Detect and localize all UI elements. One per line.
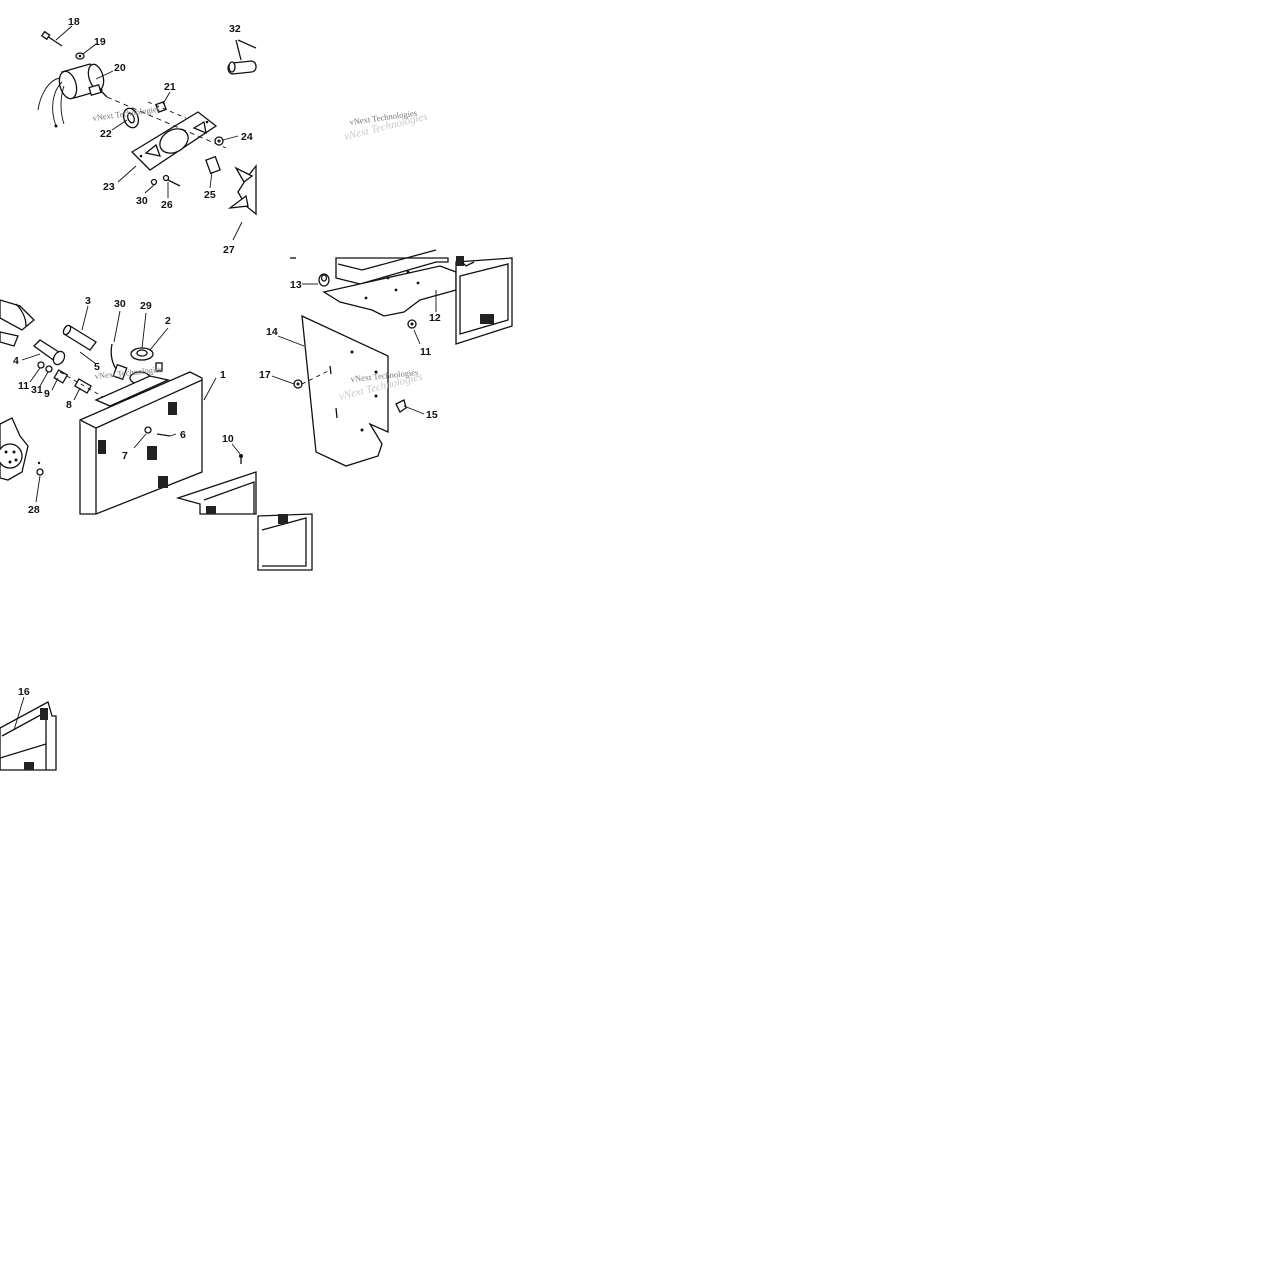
lower-frame-fragment xyxy=(257,513,313,571)
part-radiator-1 xyxy=(79,371,257,515)
callout-9: 9 xyxy=(44,388,50,400)
callout-19: 19 xyxy=(94,36,106,48)
part-spacer-21 xyxy=(155,101,167,113)
callout-25: 25 xyxy=(204,189,216,201)
part-hose-4 xyxy=(33,339,66,366)
callout-12: 12 xyxy=(429,312,441,324)
callout-14: 14 xyxy=(266,326,278,338)
callout-31: 31 xyxy=(31,384,43,396)
callout-4: 4 xyxy=(13,355,19,367)
callout-6: 6 xyxy=(180,429,186,441)
callout-11-panel: 11 xyxy=(420,346,431,358)
part-washer-19 xyxy=(75,52,85,60)
callout-26: 26 xyxy=(161,199,173,211)
callout-7: 7 xyxy=(122,450,128,462)
callout-8: 8 xyxy=(66,399,72,411)
part-grille-right xyxy=(455,256,513,345)
part-washer-30 xyxy=(150,178,158,186)
callout-32: 32 xyxy=(229,23,241,35)
side-panel-assembly: 13 12 11 14 17 15 vNext Technologies vNe… xyxy=(259,249,513,467)
callout-2: 2 xyxy=(165,315,171,327)
callout-15: 15 xyxy=(426,409,438,421)
callout-21: 21 xyxy=(164,81,176,93)
callout-29: 29 xyxy=(140,300,152,312)
part-screw-15 xyxy=(395,399,407,413)
grille-panel-16: 16 xyxy=(0,686,57,771)
part-bolt-18 xyxy=(40,30,63,47)
part-nut-11 xyxy=(407,319,417,329)
part-hose-3 xyxy=(62,324,97,351)
part-hose-32 xyxy=(227,39,257,75)
part-fan-27 xyxy=(227,164,257,216)
radiator-assembly: 1 2 3 4 5 6 7 8 9 10 11 31 30 29 28 vNex… xyxy=(0,295,257,516)
fan-motor-assembly: 18 19 20 21 22 23 24 25 26 27 30 32 vNex… xyxy=(37,16,257,256)
part-motor-20 xyxy=(37,63,108,128)
callout-20: 20 xyxy=(114,62,126,74)
callout-23: 23 xyxy=(103,181,115,193)
callout-5: 5 xyxy=(94,361,100,373)
part-cap-29 xyxy=(130,347,154,361)
callout-27: 27 xyxy=(223,244,235,256)
part-hub-22 xyxy=(122,107,140,129)
callout-16: 16 xyxy=(18,686,30,698)
part-hose-upper xyxy=(0,299,35,347)
part-washer-17 xyxy=(293,379,303,389)
callout-3: 3 xyxy=(85,295,91,307)
part-spacer-25 xyxy=(205,155,221,175)
part-side-panel-14 xyxy=(301,314,389,467)
callout-30: 30 xyxy=(136,195,148,207)
part-frame-upper xyxy=(290,249,457,317)
callout-17: 17 xyxy=(259,369,271,381)
callout-22: 22 xyxy=(100,128,112,140)
part-fan-28 xyxy=(0,417,44,481)
callout-1: 1 xyxy=(220,369,226,381)
callout-30-radiator: 30 xyxy=(114,298,126,310)
callout-13: 13 xyxy=(290,279,302,291)
watermark-tile-2: vNext Technologies vNext Technologies xyxy=(343,108,429,143)
part-plate-23 xyxy=(130,111,218,171)
callout-28: 28 xyxy=(28,504,40,516)
part-nut-24 xyxy=(214,136,224,146)
callout-11-left: 11 xyxy=(18,380,29,392)
part-grommet-13 xyxy=(318,273,330,287)
callout-24: 24 xyxy=(241,131,253,143)
callout-18: 18 xyxy=(68,16,80,28)
part-screw-26 xyxy=(162,174,181,187)
callout-10: 10 xyxy=(222,433,234,445)
